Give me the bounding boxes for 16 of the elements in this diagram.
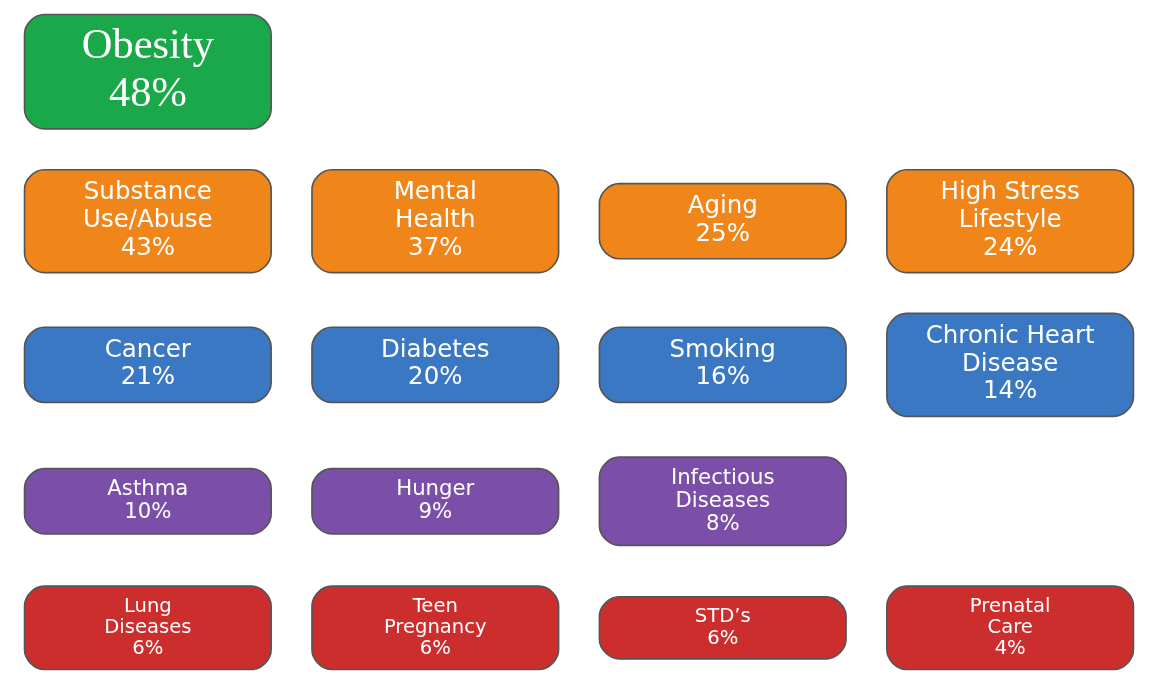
node-box: Cancer 21% (23, 326, 272, 404)
node-box: Teen Pregnancy 6% (311, 585, 560, 671)
node-box: Obesity 48% (23, 13, 272, 130)
node-box: Infectious Diseases 8% (598, 456, 847, 547)
node-box: Asthma 10% (23, 467, 272, 535)
node-box: Diabetes 20% (311, 326, 560, 404)
node-box: Aging 25% (598, 182, 847, 260)
node-box: STD’s 6% (598, 595, 847, 660)
node-box: Mental Health 37% (311, 168, 560, 274)
node-box: Hunger 9% (311, 467, 560, 535)
node-box: Chronic Heart Disease 14% (886, 312, 1135, 418)
node-box: Smoking 16% (598, 326, 847, 404)
node-box: Lung Diseases 6% (23, 585, 272, 671)
node-box: Substance Use/Abuse 43% (23, 168, 272, 274)
node-box: High Stress Lifestyle 24% (886, 168, 1135, 274)
node-box: Prenatal Care 4% (886, 585, 1135, 671)
